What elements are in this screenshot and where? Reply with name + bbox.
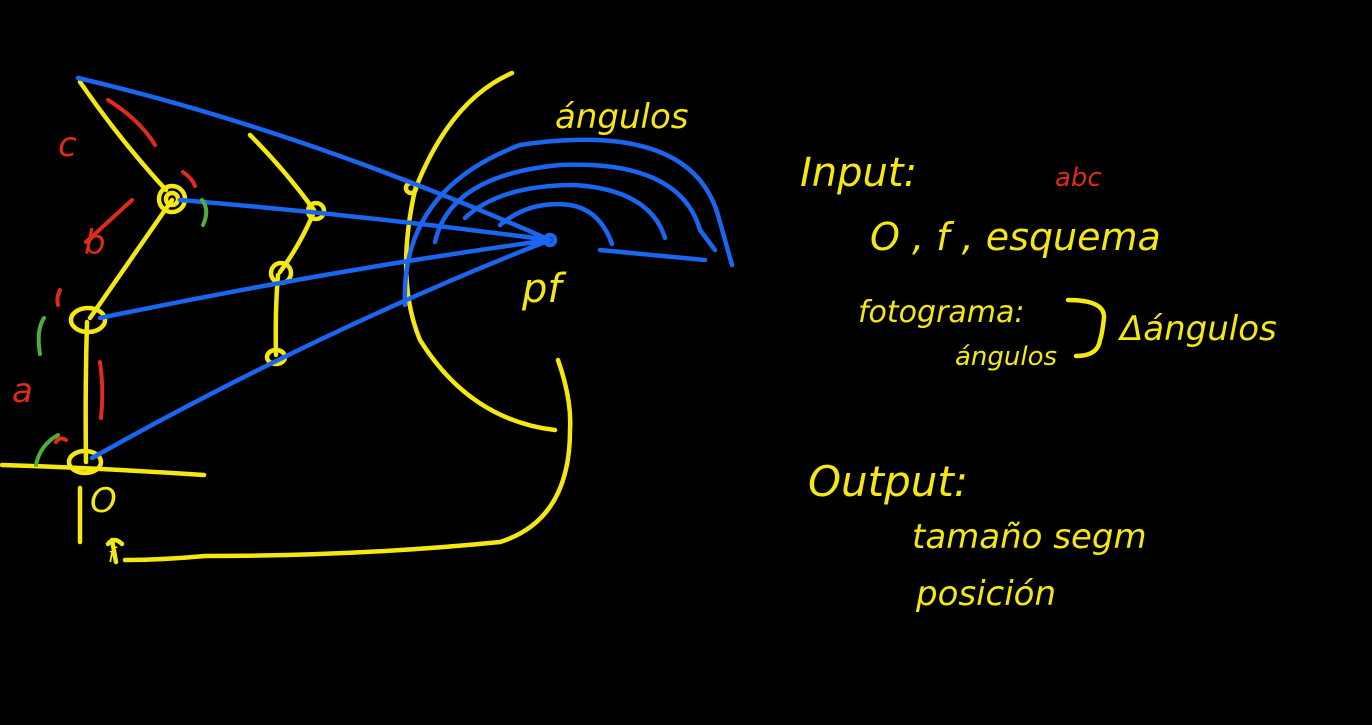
joint-base — [66, 448, 104, 476]
input-items: O , f , esquema — [870, 215, 1161, 259]
fotograma-angulos: ángulos — [955, 342, 1057, 372]
input-heading: Input: — [800, 150, 917, 196]
ray-top — [75, 75, 553, 243]
joint-elbow — [68, 305, 108, 335]
output-line2: posición — [915, 574, 1056, 614]
segment-b — [87, 197, 175, 321]
angle-marks — [34, 98, 209, 467]
angle-arc-outer — [402, 137, 735, 308]
label-pf: pf — [521, 266, 567, 312]
ray-base — [89, 237, 553, 461]
label-b: b — [84, 223, 106, 263]
label-c: c — [58, 125, 77, 165]
projected-segment-upper — [247, 132, 317, 213]
ray-wrist — [177, 197, 553, 243]
focal-bracket — [122, 357, 573, 563]
label-a: a — [12, 371, 33, 411]
f-mark — [105, 537, 125, 565]
ground-line — [0, 462, 207, 478]
label-f: f — [108, 543, 118, 567]
notes-panel: Input: abc O , f , esquema fotograma: án… — [800, 150, 1277, 614]
ray-elbow — [97, 237, 553, 321]
output-heading: Output: — [808, 457, 968, 506]
abc-note: abc — [1055, 163, 1102, 193]
arm-structure — [0, 70, 573, 565]
fotograma-label: fotograma: — [858, 295, 1025, 330]
label-angulos-top: ángulos — [555, 97, 688, 137]
output-line1: tamaño segm — [912, 517, 1147, 557]
projection-lines — [75, 75, 735, 461]
angle-arc-2 — [432, 162, 718, 253]
segment-a — [83, 319, 90, 465]
angle-arc-3 — [462, 182, 668, 241]
projected-segment-lower — [273, 272, 281, 358]
fotograma-brace — [1065, 297, 1107, 359]
label-o: O — [90, 481, 117, 521]
segment-c — [77, 79, 169, 193]
angle-arc-inner — [497, 202, 615, 247]
diagram-labels: ángulos c b a O f pf — [12, 97, 688, 567]
delta-angulos: Δángulos — [1117, 309, 1277, 349]
